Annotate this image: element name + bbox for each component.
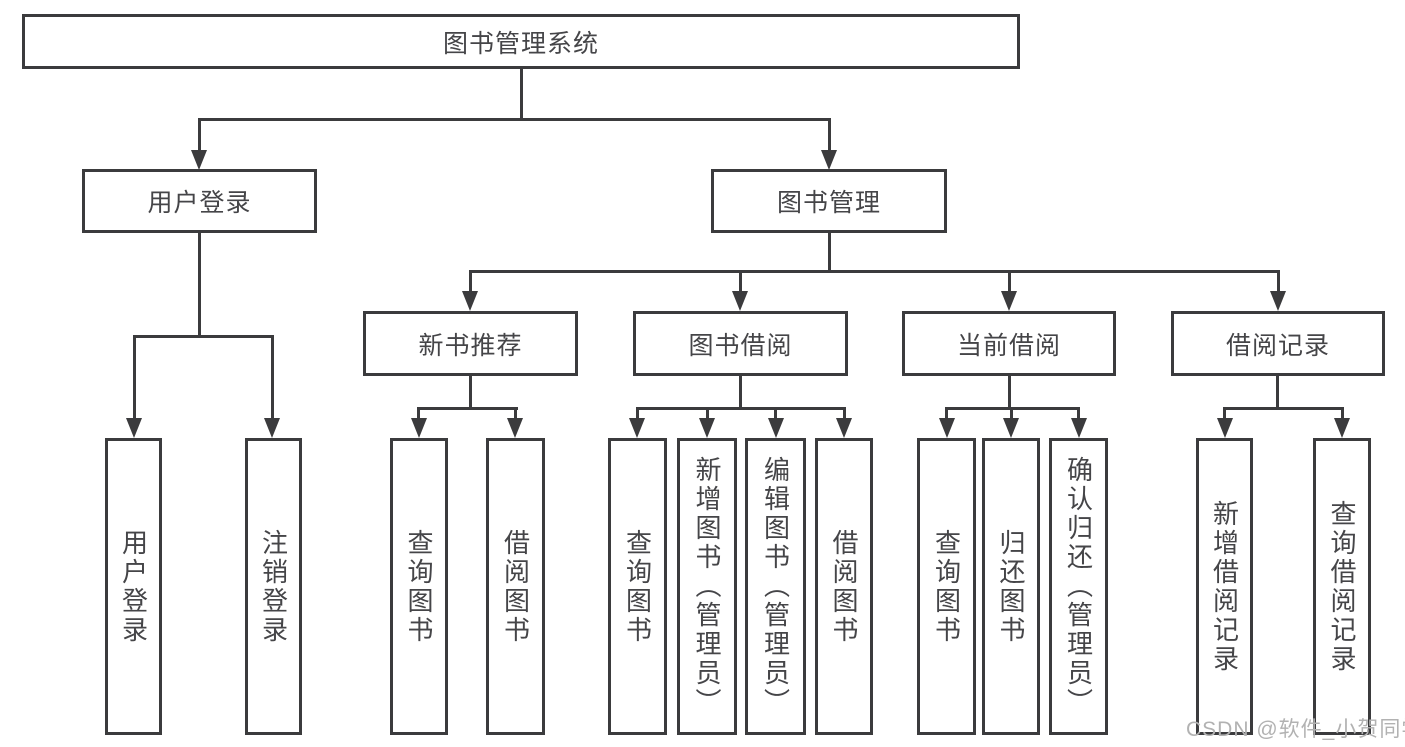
connector-leaf-shaft xyxy=(514,407,517,418)
node-book-management: 图书管理 xyxy=(711,169,947,233)
node-new-book-recommend: 新书推荐 xyxy=(363,311,578,376)
arrow-down-icon xyxy=(732,291,748,311)
node-current-borrow-label: 当前借阅 xyxy=(956,331,1061,360)
leaf-logout: 注销登录 xyxy=(245,438,302,735)
arrow-down-icon xyxy=(836,418,852,438)
connector-borrowrecords-stem xyxy=(1276,376,1279,407)
leaf-label: 新增借阅记录 xyxy=(1209,499,1240,674)
leaf-current-return-book: 归还图书 xyxy=(982,438,1040,735)
leaf-borrow-borrow-book: 借阅图书 xyxy=(815,438,873,735)
node-root-label: 图书管理系统 xyxy=(442,29,599,58)
arrow-down-icon xyxy=(821,150,837,170)
connector-leaf-shaft xyxy=(774,407,777,418)
arrow-down-icon xyxy=(462,291,478,311)
connector-bookmgmt-shaft xyxy=(828,118,831,150)
node-borrow-records: 借阅记录 xyxy=(1171,311,1385,376)
leaf-label: 查询图书 xyxy=(404,528,434,645)
leaf-label: 用户登录 xyxy=(118,528,149,645)
node-root: 图书管理系统 xyxy=(22,14,1020,69)
connector-root-stem xyxy=(520,69,523,118)
leaf-user-login: 用户登录 xyxy=(105,438,162,735)
connector-borrowrecords-rail xyxy=(1223,407,1343,410)
leaf-label: 编辑图书（管理员） xyxy=(760,456,791,717)
leaf-records-query-record: 查询借阅记录 xyxy=(1313,438,1371,735)
connector-level3-shaft xyxy=(469,270,472,292)
leaf-label: 查询图书 xyxy=(622,528,653,645)
connector-leaf-shaft xyxy=(1077,407,1080,418)
leaf-label: 借阅图书 xyxy=(829,528,859,645)
connector-leaf-shaft xyxy=(1341,407,1344,418)
arrow-down-icon xyxy=(1270,291,1286,311)
connector-bookmgmt-stem xyxy=(828,233,831,270)
connector-userlogin-shaft xyxy=(198,118,201,150)
node-user-login-label: 用户登录 xyxy=(147,189,252,217)
leaf-current-confirm-return-admin: 确认归还（管理员） xyxy=(1049,438,1108,735)
node-book-borrow: 图书借阅 xyxy=(633,311,848,376)
node-book-borrow-label: 图书借阅 xyxy=(688,331,793,360)
connector-leaf-shaft xyxy=(843,407,846,418)
leaf-label: 注销登录 xyxy=(258,528,289,645)
arrow-down-icon xyxy=(629,418,645,438)
leaf-label: 查询借阅记录 xyxy=(1327,499,1357,674)
connector-leaf-shaft xyxy=(1010,407,1013,418)
node-borrow-records-label: 借阅记录 xyxy=(1225,331,1330,360)
connector-leaf-shaft xyxy=(1223,407,1226,418)
arrow-down-icon xyxy=(1003,418,1019,438)
arrow-down-icon xyxy=(1001,291,1017,311)
node-book-management-label: 图书管理 xyxy=(776,189,881,217)
connector-leaf-shaft xyxy=(636,407,639,418)
arrow-down-icon xyxy=(191,150,207,170)
connector-bookborrow-rail xyxy=(636,407,846,410)
arrow-down-icon xyxy=(507,418,523,438)
connector-level3-shaft xyxy=(739,270,742,292)
arrow-down-icon xyxy=(939,418,955,438)
connector-leaf-shaft xyxy=(417,407,420,418)
connector-bookmgmt-rail xyxy=(469,270,1280,273)
leaf-recommend-query-book: 查询图书 xyxy=(390,438,448,735)
arrow-down-icon xyxy=(699,418,715,438)
arrow-down-icon xyxy=(1071,418,1087,438)
arrow-down-icon xyxy=(264,418,280,438)
connector-newbook-rail xyxy=(417,407,518,410)
csdn-watermark: CSDN @软件_小贺同学 xyxy=(1186,718,1405,741)
leaf-label: 借阅图书 xyxy=(500,528,531,645)
leaf-label: 归还图书 xyxy=(996,528,1026,645)
connector-root-rail xyxy=(198,118,831,121)
leaf-recommend-borrow-book: 借阅图书 xyxy=(486,438,545,735)
leaf-borrow-edit-book-admin: 编辑图书（管理员） xyxy=(745,438,806,735)
arrow-down-icon xyxy=(1217,418,1233,438)
connector-leaf-shaft xyxy=(945,407,948,418)
leaf-label: 查询图书 xyxy=(931,528,962,645)
leaf-borrow-add-book-admin: 新增图书（管理员） xyxy=(677,438,737,735)
leaf-borrow-query-book: 查询图书 xyxy=(608,438,667,735)
node-new-book-recommend-label: 新书推荐 xyxy=(418,331,523,360)
connector-level3-shaft xyxy=(1008,270,1011,292)
connector-bookborrow-stem xyxy=(739,376,742,407)
node-current-borrow: 当前借阅 xyxy=(902,311,1116,376)
connector-currentborrow-stem xyxy=(1008,376,1011,407)
connector-userlogin-rail xyxy=(133,335,274,338)
connector-userlogin-stem xyxy=(198,233,201,335)
leaf-current-query-book: 查询图书 xyxy=(917,438,976,735)
leaf-records-add-record: 新增借阅记录 xyxy=(1196,438,1253,735)
connector-newbook-stem xyxy=(469,376,472,407)
connector-leaf-shaft xyxy=(133,335,136,418)
node-user-login: 用户登录 xyxy=(82,169,317,233)
connector-level3-shaft xyxy=(1277,270,1280,292)
leaf-label: 确认归还（管理员） xyxy=(1063,456,1094,717)
arrow-down-icon xyxy=(1334,418,1350,438)
arrow-down-icon xyxy=(126,418,142,438)
arrow-down-icon xyxy=(411,418,427,438)
leaf-label: 新增图书（管理员） xyxy=(692,456,722,717)
connector-leaf-shaft xyxy=(706,407,709,418)
connector-leaf-shaft xyxy=(271,335,274,418)
arrow-down-icon xyxy=(768,418,784,438)
